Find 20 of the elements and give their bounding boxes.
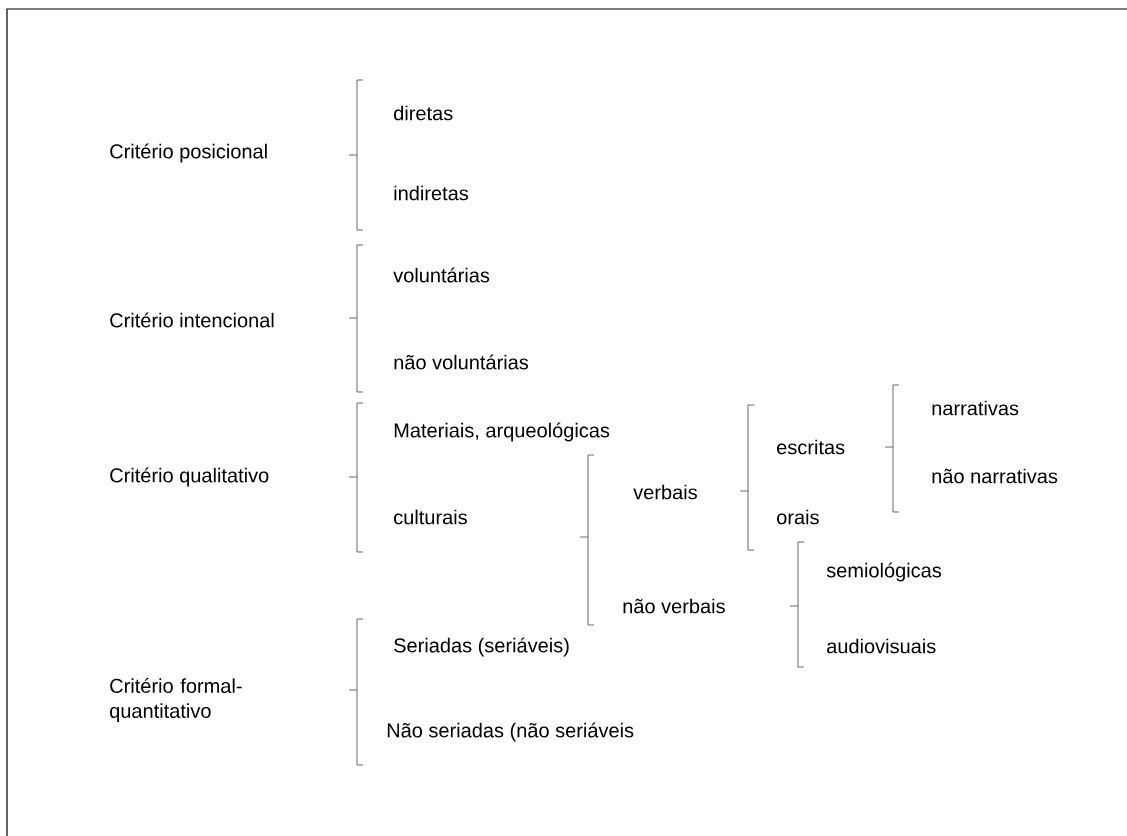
text-label: não voluntárias [394, 354, 529, 370]
text-label: escritas [777, 439, 845, 455]
text-label: não verbais [623, 598, 725, 614]
text-label: indiretas [394, 185, 469, 201]
text-label: voluntárias [393, 267, 490, 283]
text-label: Critério formal-quantitativo [110, 678, 242, 722]
text-label: não narrativas [932, 468, 1058, 484]
text-label: Critério qualitativo [110, 467, 269, 487]
text-label: Critério posicional [110, 143, 267, 163]
text-label: audiovisuais [827, 638, 936, 654]
text-label: culturais [394, 509, 467, 525]
text-label: narrativas [932, 400, 1019, 416]
text-label: Materiais, arqueológicas [394, 422, 610, 442]
text-label: verbais [633, 484, 697, 500]
text-label: orais [777, 509, 819, 525]
text-label: Não seriadas (não seriáveis [387, 722, 634, 742]
text-label: semiológicas [826, 562, 942, 582]
text-label: diretas [394, 105, 453, 121]
text-label: Critério intencional [110, 312, 274, 328]
text-label: Seriadas (seriáveis) [394, 637, 569, 657]
